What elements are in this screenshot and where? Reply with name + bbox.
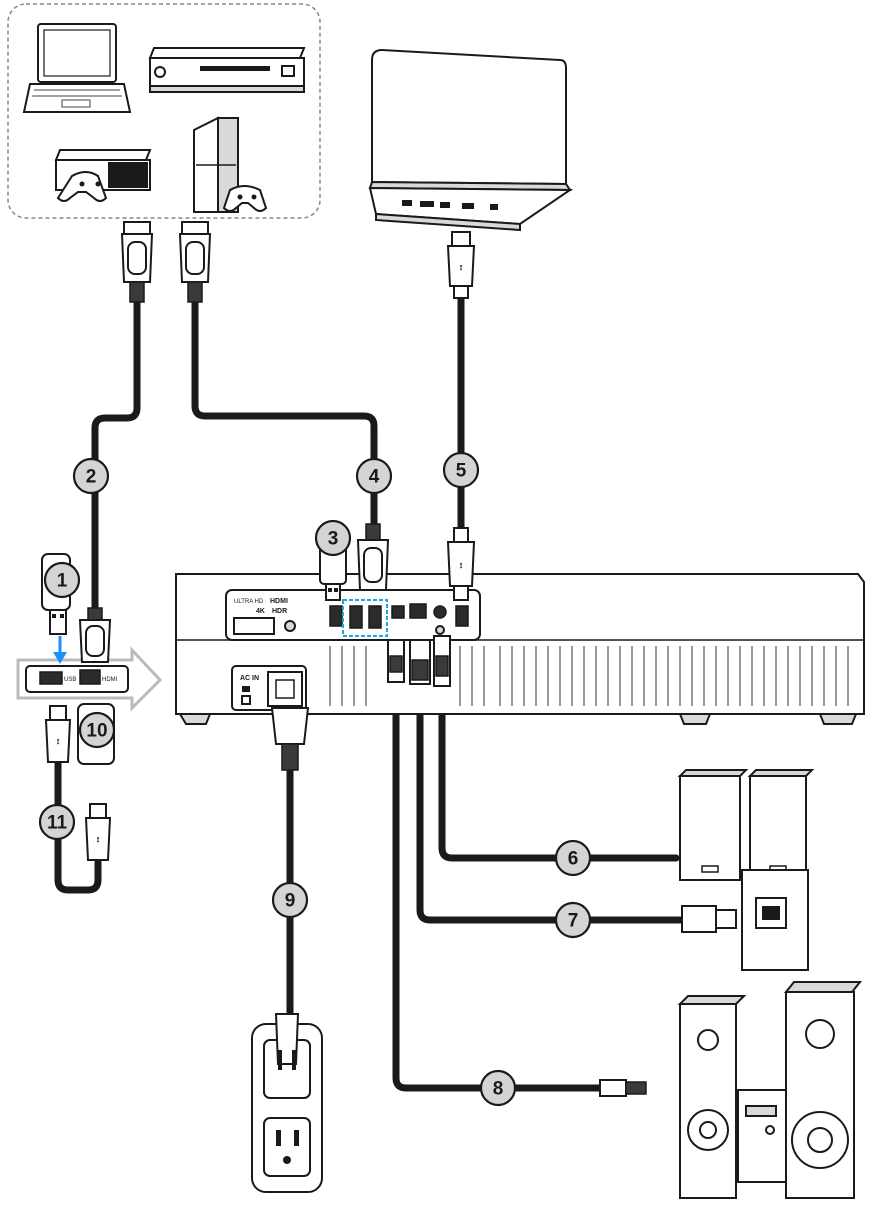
speakers-icon bbox=[677, 769, 815, 881]
hdmi-ports-highlight bbox=[342, 599, 388, 637]
hdmi-logo-label: HDMI bbox=[270, 598, 288, 605]
usb-plug-rear-5: ⟟ bbox=[446, 527, 476, 601]
laptop-computer-icon bbox=[368, 48, 574, 232]
svg-text:⟟: ⟟ bbox=[97, 837, 100, 844]
usb-port-rear-2[interactable] bbox=[455, 605, 469, 627]
svg-text:9: 9 bbox=[285, 891, 296, 912]
projector-vent-grille bbox=[329, 646, 849, 706]
svg-text:11: 11 bbox=[47, 813, 68, 834]
game-console-playstation-icon bbox=[193, 116, 268, 213]
hdmi-cable-4 bbox=[191, 296, 378, 530]
ethernet-wall-jack-icon bbox=[681, 869, 809, 971]
side-usb-label: USB bbox=[64, 677, 76, 683]
svg-text:3: 3 bbox=[328, 529, 339, 550]
ac-in-label: AC IN bbox=[240, 675, 259, 682]
blu-ray-player-icon bbox=[148, 47, 306, 93]
audio-out-port[interactable] bbox=[433, 605, 447, 619]
audio-cable-6 bbox=[438, 686, 680, 862]
spdif-port[interactable] bbox=[391, 605, 405, 619]
svg-text:6: 6 bbox=[568, 849, 579, 870]
callout-4: 4 bbox=[355, 457, 393, 495]
hdmi-plug-top-left bbox=[120, 221, 154, 303]
svg-text:⟟: ⟟ bbox=[57, 739, 60, 746]
callout-9: 9 bbox=[271, 881, 309, 919]
stereo-system-icon bbox=[599, 981, 863, 1199]
usb-port-rear-1[interactable] bbox=[329, 605, 343, 627]
hdmi-plug-rear-4 bbox=[356, 523, 390, 591]
lan-port[interactable] bbox=[409, 603, 427, 619]
svg-text:10: 10 bbox=[86, 721, 107, 742]
side-usb-port[interactable] bbox=[39, 671, 63, 685]
callout-11: 11 bbox=[38, 803, 76, 841]
spdif-cable-8 bbox=[392, 678, 610, 1092]
laptop-small-icon bbox=[22, 23, 132, 113]
side-hdmi-label: HDMI bbox=[102, 677, 118, 683]
callout-1: 1 bbox=[43, 561, 81, 599]
hdmi-port-2[interactable] bbox=[368, 605, 382, 629]
hdmi-port-1[interactable] bbox=[349, 605, 363, 629]
callout-6: 6 bbox=[554, 839, 592, 877]
hdr-label: HDR bbox=[272, 608, 287, 615]
projector-body: ULTRA HD HDMI 4K HDR AC IN bbox=[175, 573, 865, 725]
svg-text:⟟: ⟟ bbox=[460, 265, 463, 272]
callout-2: 2 bbox=[72, 457, 110, 495]
callout-3: 3 bbox=[314, 519, 352, 557]
hdmi-plug-side bbox=[78, 607, 112, 663]
game-console-xbox-icon bbox=[54, 149, 152, 202]
rear-plugs-lower bbox=[387, 635, 451, 687]
power-plug-iec bbox=[270, 707, 310, 771]
power-outlet-icon bbox=[251, 1013, 323, 1193]
svg-text:5: 5 bbox=[456, 461, 467, 482]
usb-cable-11 bbox=[54, 758, 102, 894]
side-panel-inset: USB HDMI bbox=[16, 646, 163, 712]
callout-5: 5 bbox=[442, 451, 480, 489]
ac-power-inlet[interactable] bbox=[267, 671, 303, 707]
svg-text:2: 2 bbox=[86, 467, 97, 488]
4k-label: 4K bbox=[256, 608, 265, 615]
callout-8: 8 bbox=[479, 1069, 517, 1107]
hdmi-plug-top-right bbox=[178, 221, 212, 303]
source-devices-group bbox=[7, 3, 321, 219]
usb-plug-laptop: ⟟ bbox=[446, 231, 476, 299]
side-hdmi-port[interactable] bbox=[79, 669, 101, 685]
hdmi-cable-2 bbox=[91, 296, 141, 614]
callout-10: 10 bbox=[78, 711, 116, 749]
svg-text:8: 8 bbox=[493, 1079, 504, 1100]
svg-text:7: 7 bbox=[568, 911, 579, 932]
ultra-hd-label: ULTRA HD bbox=[234, 599, 264, 605]
callout-7: 7 bbox=[554, 901, 592, 939]
ethernet-cable-7 bbox=[416, 680, 684, 924]
svg-text:⟟: ⟟ bbox=[460, 563, 463, 570]
svg-text:4: 4 bbox=[369, 467, 380, 488]
svg-text:1: 1 bbox=[57, 571, 68, 592]
